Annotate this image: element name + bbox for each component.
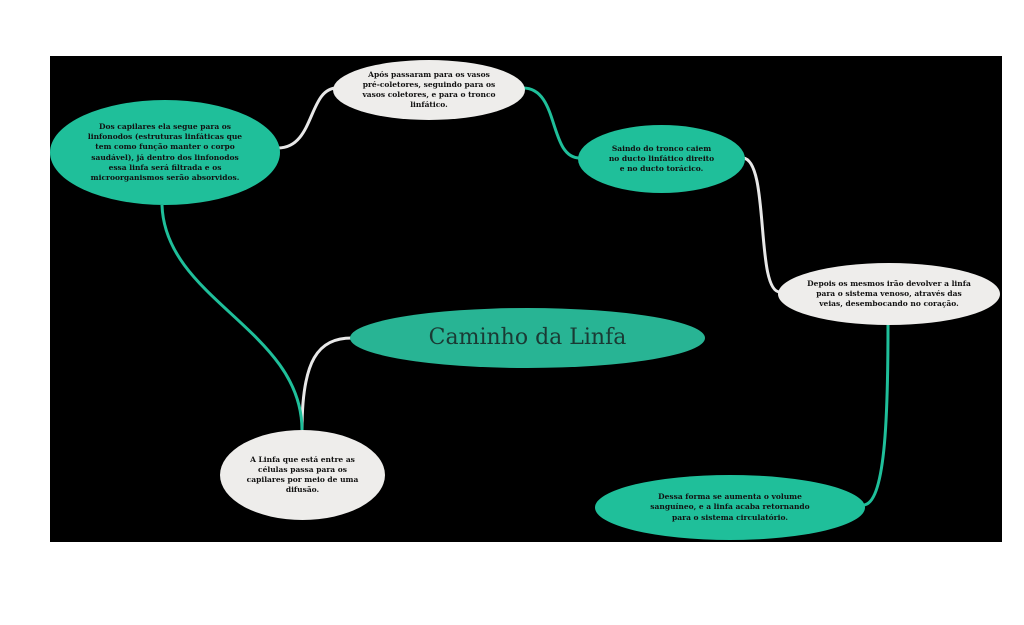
node-difusao[interactable]: A Linfa que está entre as células passa … <box>220 430 385 520</box>
central-topic[interactable]: Caminho da Linfa <box>350 308 705 368</box>
node-text: Após passaram para os vasos pré-coletore… <box>362 69 496 110</box>
node-ductos[interactable]: Saindo do tronco caiem no ducto linfátic… <box>578 125 745 193</box>
node-linfonodos[interactable]: Dos capilares ela segue para os linfonod… <box>50 100 280 205</box>
node-text: Dos capilares ela segue para os linfonod… <box>87 122 243 182</box>
connector-linfonodos-coletores <box>277 86 338 150</box>
connector-coletores-ductos <box>522 86 581 160</box>
node-circulatorio[interactable]: Dessa forma se aumenta o volume sanguíne… <box>595 475 865 540</box>
node-text: A Linfa que está entre as células passa … <box>246 454 359 495</box>
node-text: Saindo do tronco caiem no ducto linfátic… <box>608 143 715 174</box>
node-text: Depois os mesmos irão devolver a linfa p… <box>807 278 971 309</box>
connector-ductos-venoso <box>742 156 781 294</box>
connector-difusao-linfonodos <box>160 204 304 431</box>
node-coletores[interactable]: Após passaram para os vasos pré-coletore… <box>333 60 525 120</box>
central-topic-title: Caminho da Linfa <box>428 325 627 351</box>
node-text: Dessa forma se aumenta o volume sanguíne… <box>650 492 810 522</box>
node-venoso[interactable]: Depois os mesmos irão devolver a linfa p… <box>778 263 1000 325</box>
connector-center-difusao <box>300 336 353 431</box>
connector-venoso-circulatorio <box>862 324 890 507</box>
